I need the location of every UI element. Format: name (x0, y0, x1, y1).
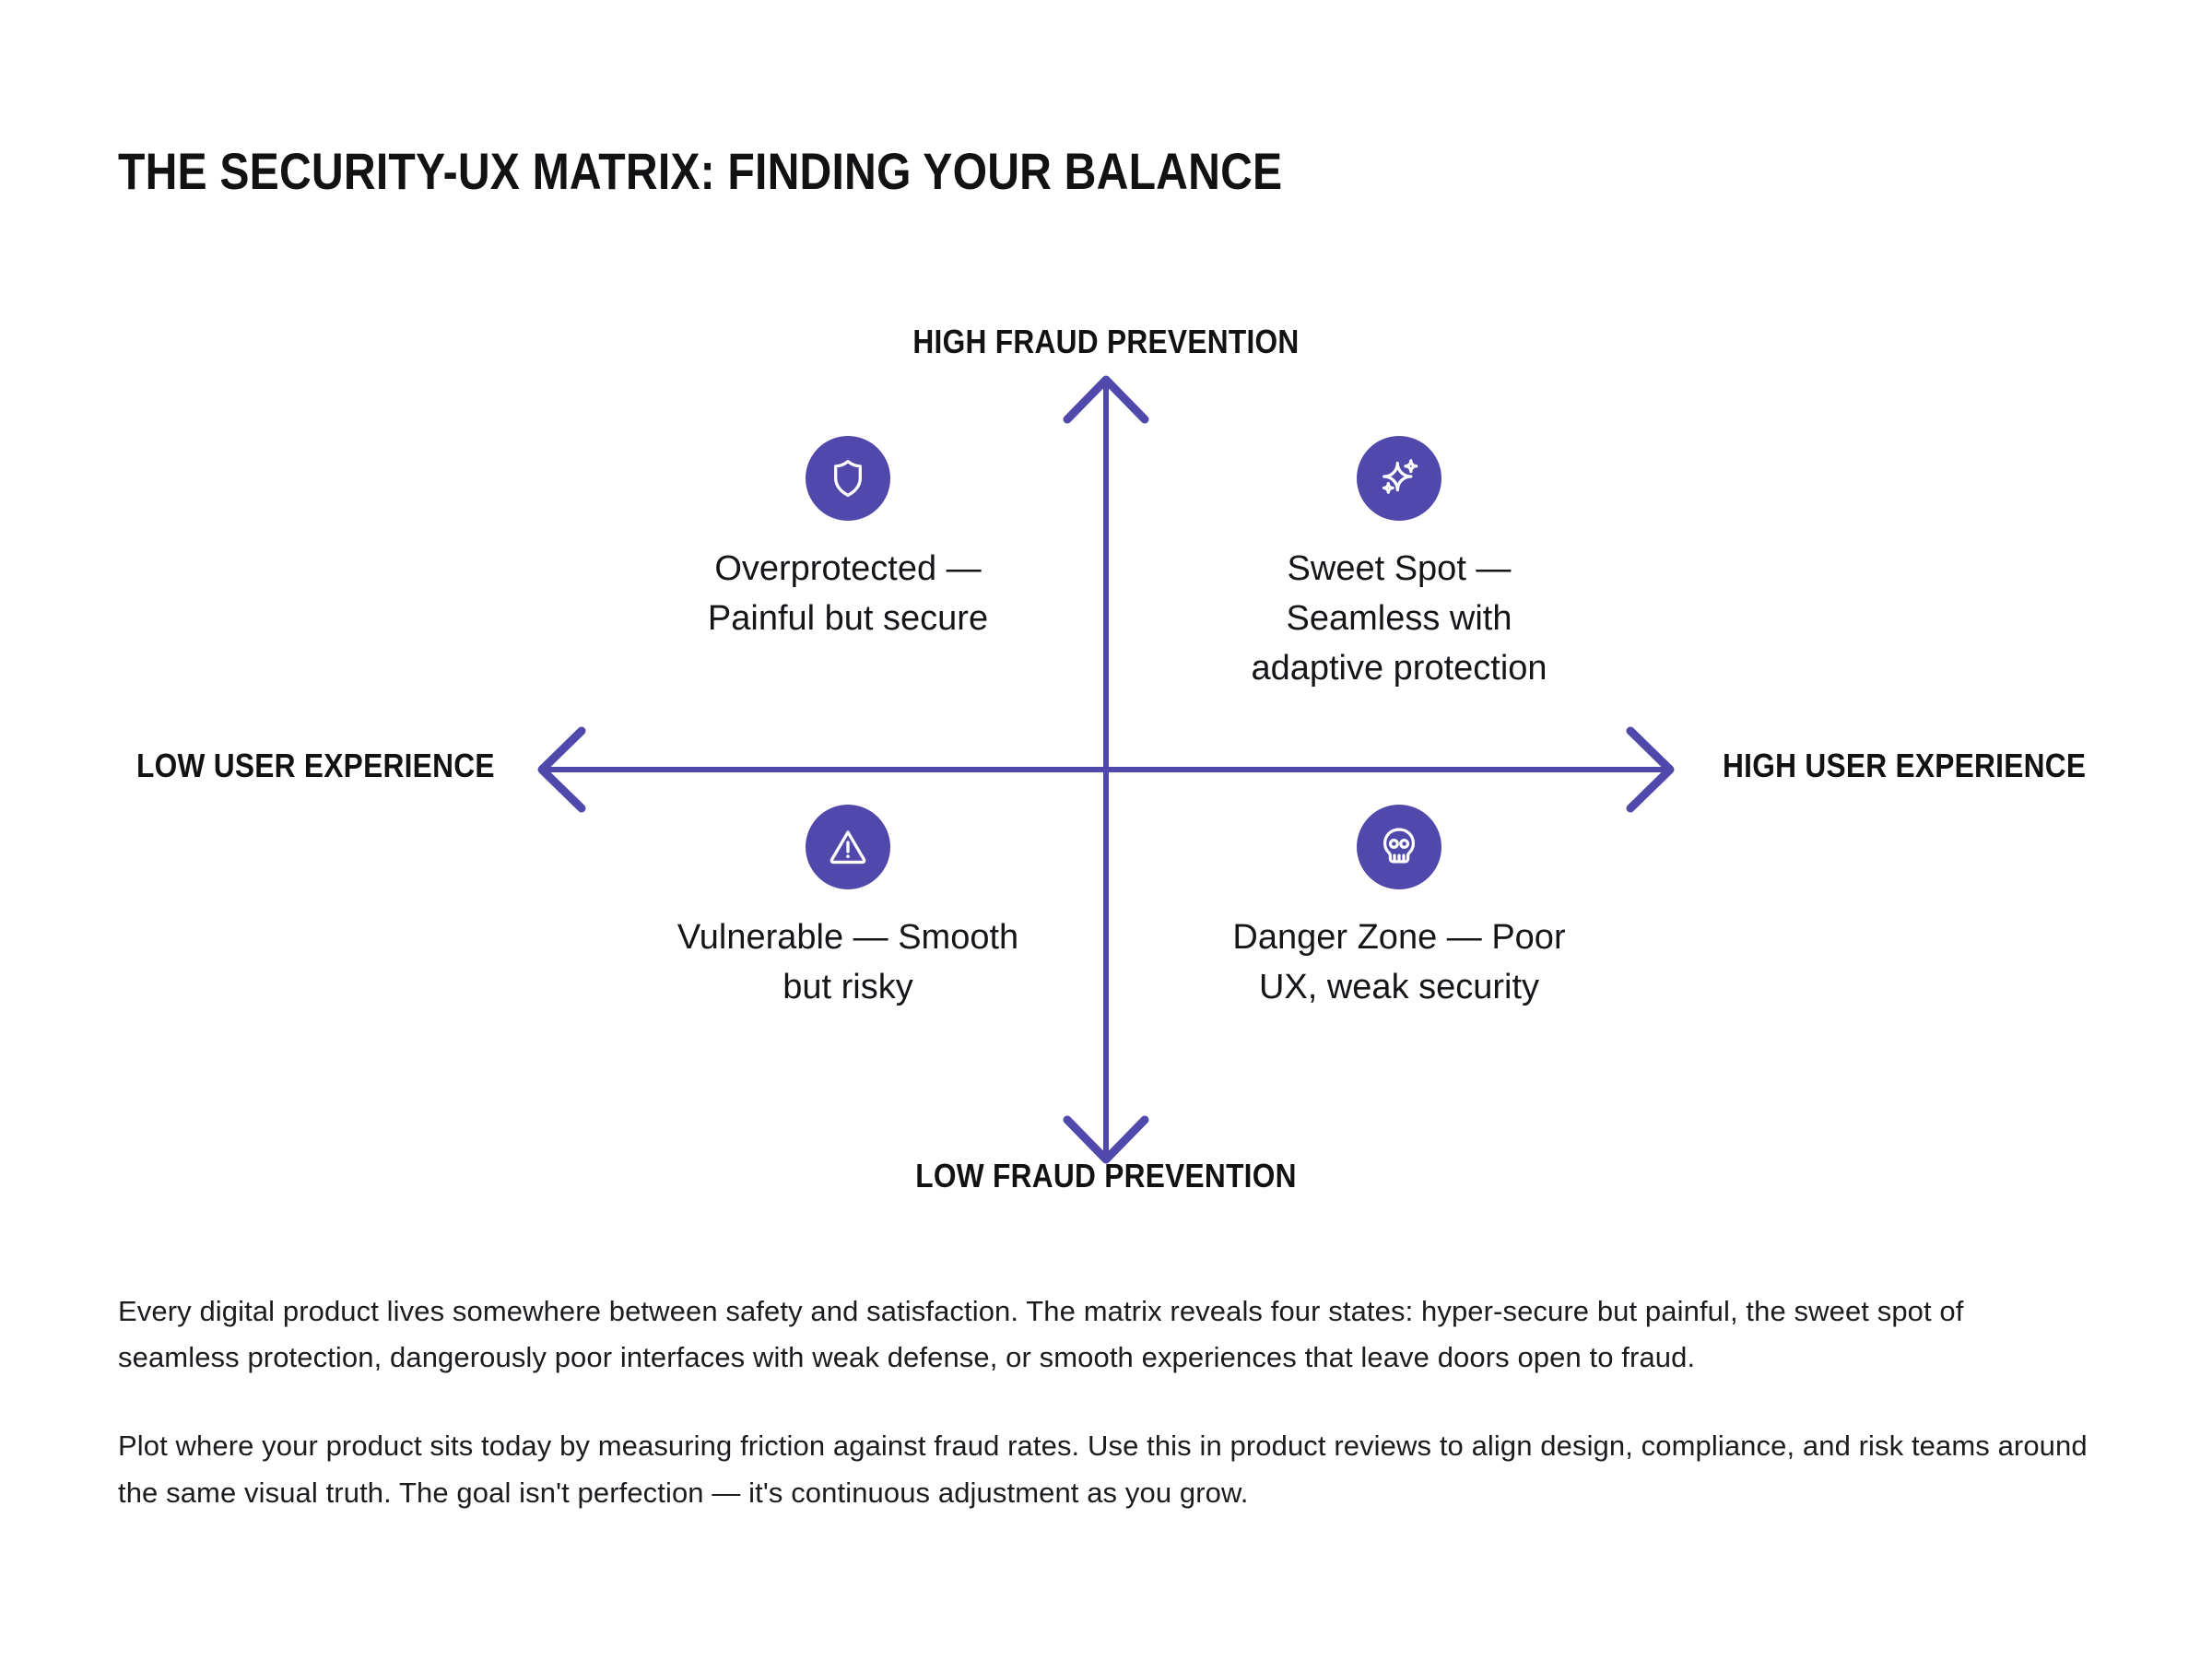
axis-arrow-right-icon (1626, 726, 1675, 813)
quadrant-danger-zone: Danger Zone — Poor UX, weak security (1187, 805, 1611, 1013)
page-title: THE SECURITY-UX MATRIX: FINDING YOUR BAL… (118, 142, 1283, 200)
sparkles-icon (1375, 454, 1423, 502)
axis-arrow-down-icon (1063, 1115, 1149, 1164)
axis-label-bottom: LOW FRAUD PREVENTION (915, 1157, 1297, 1194)
quadrant-label: Overprotected — Painful but secure (707, 549, 989, 638)
description-paragraph-2: Plot where your product sits today by me… (118, 1430, 2088, 1509)
axis-label-top: HIGH FRAUD PREVENTION (912, 323, 1300, 360)
skull-icon (1376, 824, 1422, 870)
quadrant-label: Vulnerable — Smooth but risky (677, 918, 1019, 1006)
security-ux-matrix: HIGH FRAUD PREVENTION LOW FRAUD PREVENTI… (0, 304, 2212, 1235)
shield-icon-badge (806, 436, 890, 521)
warning-triangle-icon-badge (806, 805, 890, 889)
description-paragraph-1: Every digital product lives somewhere be… (118, 1295, 1964, 1374)
warning-triangle-icon (825, 824, 871, 870)
description-section: Every digital product lives somewhere be… (118, 1288, 2090, 1516)
sparkles-icon-badge (1357, 436, 1441, 521)
matrix-axes (537, 375, 1675, 1164)
axis-arrow-up-icon (1063, 375, 1149, 424)
axis-label-left: LOW USER EXPERIENCE (136, 747, 495, 784)
skull-icon-badge (1357, 805, 1441, 889)
quadrant-sweet-spot: Sweet Spot — Seamless with adaptive prot… (1187, 436, 1611, 694)
shield-icon (825, 455, 871, 501)
axis-label-right: HIGH USER EXPERIENCE (1723, 747, 2087, 784)
quadrant-label: Sweet Spot — Seamless with adaptive prot… (1251, 549, 1547, 688)
axis-arrow-left-icon (537, 726, 586, 813)
quadrant-label: Danger Zone — Poor UX, weak security (1232, 918, 1566, 1006)
quadrant-overprotected: Overprotected — Painful but secure (636, 436, 1060, 644)
quadrant-vulnerable: Vulnerable — Smooth but risky (636, 805, 1060, 1013)
